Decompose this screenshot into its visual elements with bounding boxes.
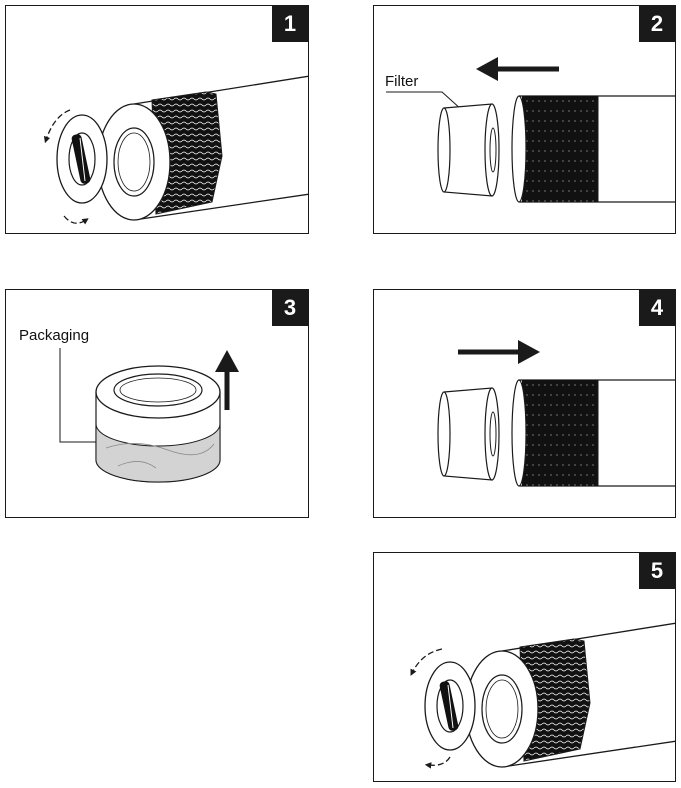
packaging-leader-line [59, 348, 98, 443]
filter-label: Filter [385, 73, 418, 90]
step-4-illustration [437, 340, 675, 487]
step-5-illustration [410, 622, 675, 769]
step-3-panel: 3 Packaging [5, 289, 309, 518]
step-number-badge: 2 [639, 6, 675, 42]
step-2-panel: 2 Filter [373, 5, 676, 234]
step-2-illustration: Filter [385, 57, 675, 203]
device-body [511, 95, 675, 203]
end-cap [56, 114, 108, 204]
filter-in-packaging [95, 365, 221, 483]
step-4-panel: 4 [373, 289, 676, 518]
filter-leader-line [386, 91, 463, 111]
step-number-badge: 3 [272, 290, 308, 326]
step-number-badge: 5 [639, 553, 675, 589]
device-body [465, 622, 675, 768]
packaging-label: Packaging [19, 327, 89, 344]
arrow-right-icon [458, 340, 540, 364]
filter-cartridge [437, 103, 500, 197]
rotate-arrow-icon [63, 215, 89, 225]
packaging-wrap [95, 423, 221, 483]
step-3-illustration: Packaging [19, 327, 239, 483]
filter-cartridge [437, 387, 500, 481]
rotate-arrow-icon [424, 756, 451, 769]
rotate-arrow-icon [43, 109, 71, 144]
device-body [97, 75, 308, 221]
step-1-illustration [43, 75, 308, 225]
rotate-arrow-icon [410, 648, 443, 676]
step-number-badge: 1 [272, 6, 308, 42]
step-5-panel: 5 [373, 552, 676, 782]
arrow-left-icon [476, 57, 559, 81]
arrow-up-icon [215, 350, 239, 410]
step-1-panel: 1 [5, 5, 309, 234]
step-number-badge: 4 [639, 290, 675, 326]
end-cap [424, 661, 476, 751]
device-body [511, 379, 675, 487]
